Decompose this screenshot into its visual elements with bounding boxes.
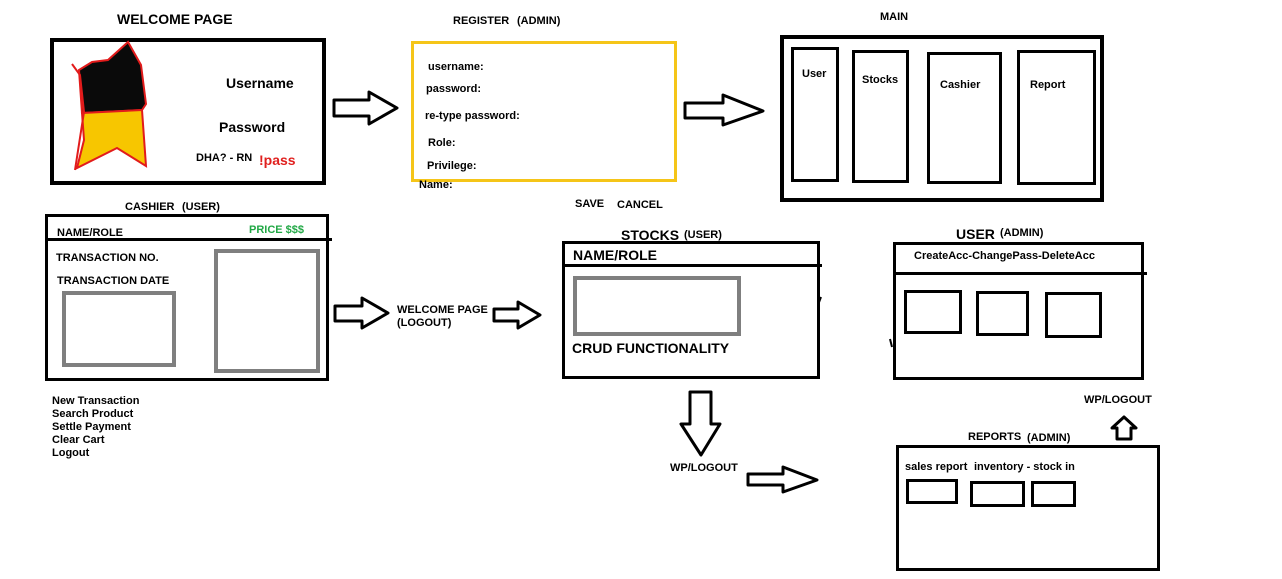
user-role-tag: (ADMIN) [1000, 227, 1044, 239]
register-title: REGISTER [453, 15, 510, 27]
password-label: Password [219, 119, 286, 135]
cashier-title: CASHIER [125, 201, 175, 213]
transaction-date-label: TRANSACTION DATE [57, 275, 170, 287]
stocks-frame [562, 241, 820, 379]
user-slot-2 [976, 291, 1029, 336]
register-privilege-label: Privilege: [427, 160, 477, 172]
reports-slot-3 [1031, 481, 1076, 507]
main-tile-report-label: Report [1030, 79, 1066, 91]
reports-title: REPORTS [968, 431, 1022, 443]
flow-wp-logout-user: WP/LOGOUT [1084, 394, 1152, 406]
cashier-menu-logout[interactable]: Logout [52, 447, 90, 459]
transaction-no-label: TRANSACTION NO. [56, 252, 159, 264]
register-frame [411, 41, 677, 182]
cashier-name-role: NAME/ROLE [57, 227, 123, 239]
cashier-menu-search-product[interactable]: Search Product [52, 408, 134, 420]
cashier-menu-new-transaction[interactable]: New Transaction [52, 395, 140, 407]
username-label: Username [226, 75, 294, 91]
stocks-crud: CRUD FUNCTIONALITY [572, 340, 730, 356]
main-title: MAIN [880, 11, 909, 23]
reports-sales-report[interactable]: sales report [905, 461, 968, 473]
register-role-label: Role: [428, 137, 456, 149]
reports-role-tag: (ADMIN) [1027, 432, 1071, 444]
register-role-tag: (ADMIN) [517, 15, 561, 27]
user-frame [893, 242, 1144, 380]
cashier-menu-clear-cart[interactable]: Clear Cart [52, 434, 105, 446]
main-frame [780, 35, 1104, 202]
cashier-cart-panel [62, 291, 176, 367]
cashier-price: PRICE $$$ [249, 224, 305, 236]
arrow-wplogout-to-reports [746, 465, 819, 494]
welcome-page-frame [50, 38, 326, 185]
dha-rn-text: DHA? - RN [196, 152, 253, 164]
register-name-label: Name: [419, 179, 453, 191]
flow-wp-logout-stocks: WP/LOGOUT [670, 462, 738, 474]
stocks-header-divider [562, 264, 822, 267]
cashier-side-panel [214, 249, 320, 373]
register-retype-label: re-type password: [425, 110, 520, 122]
stocks-title: STOCKS [621, 227, 680, 243]
arrow-register-to-main [683, 93, 765, 127]
cancel-button[interactable]: CANCEL [617, 199, 663, 211]
stocks-role-tag: (USER) [684, 229, 722, 241]
arrow-cashier-to-welcome [333, 296, 390, 330]
main-tile-user-label: User [802, 68, 827, 80]
user-title: USER [956, 226, 995, 242]
main-tile-stocks[interactable]: Stocks [852, 50, 909, 183]
flow-logout: (LOGOUT) [397, 317, 452, 329]
forgot-pass-link[interactable]: !pass [259, 152, 296, 168]
user-actions[interactable]: CreateAcc-ChangePass-DeleteAcc [914, 250, 1095, 262]
reports-slot-2 [970, 481, 1025, 507]
main-tile-cashier[interactable]: Cashier [927, 52, 1002, 184]
register-password-label: password: [426, 83, 482, 95]
flow-welcome-page: WELCOME PAGE [397, 304, 488, 316]
cashier-role-tag: (USER) [182, 201, 220, 213]
stocks-table-panel [573, 276, 741, 336]
user-slot-3 [1045, 292, 1102, 338]
reports-slot-1 [906, 479, 958, 504]
arrow-stocks-down [679, 390, 722, 457]
arrow-reports-up [1110, 415, 1138, 441]
cashier-menu-settle-payment[interactable]: Settle Payment [52, 421, 131, 433]
welcome-title: WELCOME PAGE [117, 11, 233, 27]
main-tile-stocks-label: Stocks [862, 74, 899, 86]
main-tile-user[interactable]: User [791, 47, 839, 182]
main-tile-cashier-label: Cashier [940, 79, 981, 91]
reports-frame [896, 445, 1160, 571]
stocks-name-role: NAME/ROLE [573, 247, 657, 263]
cashier-frame [45, 214, 329, 381]
cashier-header-divider [45, 238, 332, 241]
arrow-welcome-to-stocks [492, 300, 542, 330]
arrow-welcome-to-register [332, 90, 399, 126]
user-slot-1 [904, 290, 962, 334]
user-header-divider [893, 272, 1147, 275]
main-tile-report[interactable]: Report [1017, 50, 1096, 185]
reports-inventory[interactable]: inventory - stock in [974, 461, 1075, 473]
register-username-label: username: [428, 61, 484, 73]
save-button[interactable]: SAVE [575, 198, 605, 210]
